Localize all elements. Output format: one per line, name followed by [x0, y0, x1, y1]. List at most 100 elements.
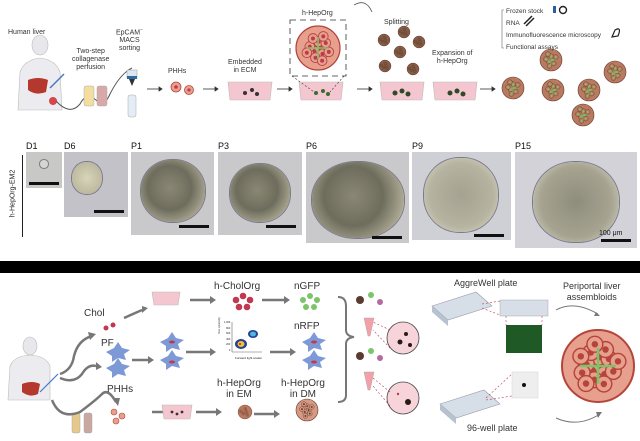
micrograph-p1: [131, 152, 214, 235]
timepoint-label: D6: [64, 141, 76, 151]
phh-cells-icon: [110, 408, 126, 425]
facs-ylabel: Flow cytometry: [218, 317, 221, 334]
label-pf: PF: [101, 338, 114, 349]
top-workflow-illustration: [17, 2, 627, 127]
label-chol: Chol: [84, 308, 105, 319]
facs-ytick: 400: [226, 337, 231, 341]
label-line: Embedded: [228, 59, 262, 66]
fibroblast-icon: [106, 332, 326, 378]
label-splitting: Splitting: [384, 19, 409, 26]
tube-mixture-icon: [356, 292, 383, 391]
liver-icon: [22, 382, 40, 396]
label-aggrewell: AggreWell plate: [454, 278, 518, 288]
aggrewell-plate-icon: [431, 291, 493, 326]
readout-item: RNA: [506, 20, 520, 27]
label-nrfp: nRFP: [294, 321, 320, 332]
collagenase-bottles-icon: [83, 85, 108, 107]
label-ngfp: nGFP: [294, 281, 321, 292]
frozen-vial-icon: [553, 6, 556, 13]
row-divider: [22, 155, 23, 237]
label-line: collagenase: [72, 56, 110, 63]
96-well-plate-icon: [439, 389, 501, 424]
macs-column-icon: [126, 69, 138, 118]
culture-dish-icon: [151, 291, 181, 306]
label-phhs: PHHs: [107, 384, 134, 395]
heporg-dm-icon: [295, 398, 319, 422]
timepoint-label: P3: [218, 141, 230, 151]
micrograph-p6: [306, 152, 409, 243]
label-line: assembloids: [566, 292, 617, 302]
micrograph-d1: [26, 152, 62, 188]
label-sorting: EpCAM− MACS sorting: [116, 26, 143, 53]
human-figure-icon: [7, 336, 59, 401]
aggrewell-gfp-micrograph: [506, 325, 542, 353]
aggrewell-micrograph: [499, 299, 549, 317]
label-perfusion: Two-step collagenase perfusion: [72, 48, 109, 72]
superscript: −: [140, 27, 144, 33]
culture-dish-icon: [432, 81, 478, 101]
label-assembloids: Periportal liver assembloids: [563, 281, 621, 303]
facs-ytick: 0: [228, 348, 231, 352]
culture-dish-icon: [379, 81, 425, 101]
scale-label: 100 μm: [599, 230, 623, 237]
label-phhs: PHHs: [168, 68, 187, 75]
micrograph-p15: 100 μm: [515, 152, 637, 248]
label-line: sorting: [119, 45, 141, 53]
label-embedded: Embedded in ECM: [228, 59, 262, 75]
label-line: in EM: [226, 389, 252, 400]
timepoint-label: P6: [306, 141, 318, 151]
micrograph-p9: [412, 152, 511, 240]
culture-dish-icon: [298, 81, 344, 101]
heporg-em-icon: [237, 404, 253, 420]
micrograph-p3: [218, 152, 302, 235]
label-line: MACS: [119, 37, 140, 45]
readout-list: Frozen stock RNA Immunofluorescence micr…: [506, 6, 601, 54]
label-heporg: h-HepOrg: [302, 10, 333, 17]
micrograph-d6: [64, 152, 128, 217]
label-line: h-HepOrg: [281, 378, 325, 389]
readout-item: Immunofluorescence microscopy: [506, 32, 602, 39]
scale-bar: [601, 239, 631, 242]
facs-ytick: 800: [226, 326, 231, 330]
label-heporg-em: h-HepOrg in EM: [217, 378, 261, 400]
heporg-organoid-icon: [295, 25, 341, 71]
scale-bar: [29, 182, 59, 185]
facs-xlabel: Forward light scatter: [235, 356, 263, 360]
human-figure-icon: [17, 34, 65, 111]
label-line: in DM: [289, 389, 317, 400]
cholorg-icon: [232, 292, 254, 311]
label-96-well: 96-well plate: [467, 423, 518, 433]
phh-cells-icon: [170, 81, 194, 95]
microscope-icon: [611, 28, 621, 38]
assembloid-icon: [561, 329, 635, 403]
label-line: Periportal liver: [563, 281, 621, 291]
split-organoids-icon: [377, 25, 426, 76]
scale-bar: [94, 210, 124, 213]
readout-item: Frozen stock: [506, 8, 544, 15]
timepoint-label: D1: [26, 141, 38, 151]
snowflake-icon: [558, 5, 568, 15]
dna-icon: [523, 15, 535, 27]
label-line: h-HepOrg: [436, 58, 468, 65]
label-line: Expansion of: [432, 50, 473, 57]
panel-divider-band: [0, 261, 640, 273]
culture-dish-icon: [227, 81, 273, 101]
timepoint-label: P9: [412, 141, 424, 151]
label-line: EpCAM: [116, 29, 141, 37]
label-cholorg: h-CholOrg: [214, 281, 261, 292]
label-line: Two-step: [76, 48, 105, 55]
mixture-magnified-icon: [386, 321, 420, 415]
facs-ytick: 1,000: [224, 321, 231, 324]
label-heporg-dm: h-HepOrg in DM: [281, 378, 325, 400]
facs-ytick: 200: [226, 343, 231, 346]
ngfp-organoid-icon: [300, 293, 320, 310]
expanded-organoids-icon: [501, 48, 627, 127]
label-line: perfusion: [76, 64, 106, 71]
flow-cytometry-plot: [231, 322, 262, 353]
timepoint-label: P15: [515, 141, 532, 151]
label-human-liver: Human liver: [8, 29, 46, 36]
facs-yticks: 1,000 800 600 400 200 0: [224, 320, 230, 353]
collagenase-bottles-icon: [71, 412, 93, 434]
scale-bar: [179, 225, 209, 228]
readout-item: Functional assays: [506, 44, 559, 51]
